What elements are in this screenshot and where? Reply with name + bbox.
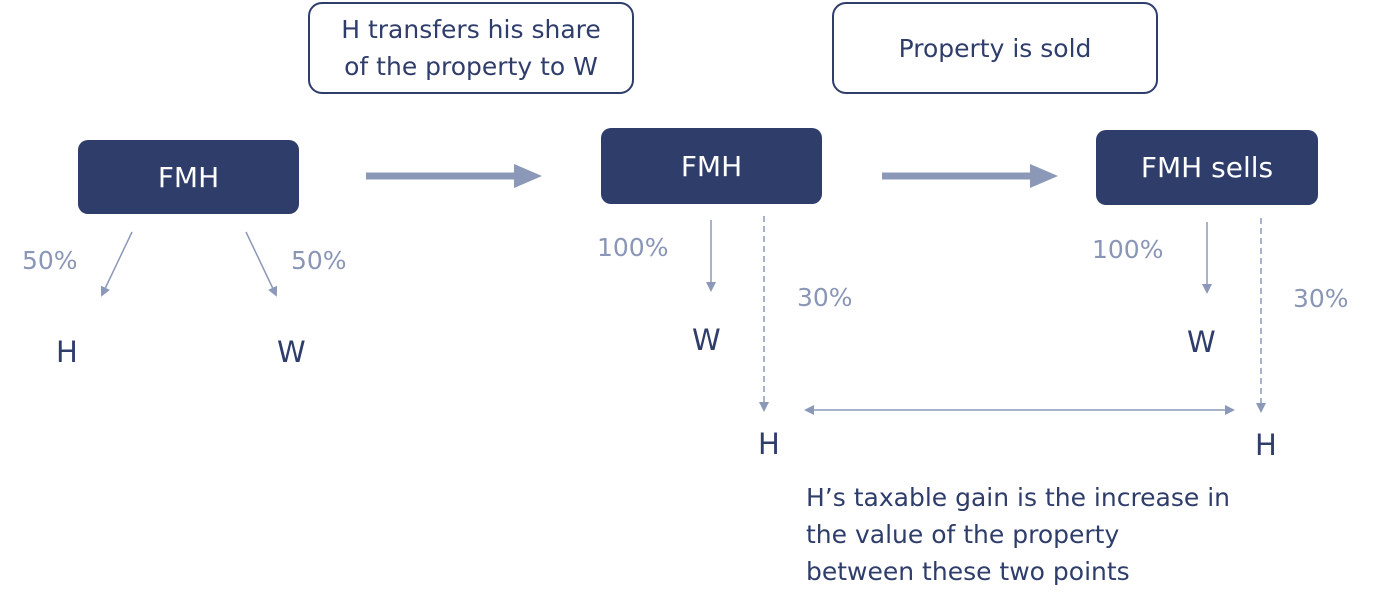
taxable-gain-note-line1: H’s taxable gain is the increase in <box>806 483 1231 512</box>
stage2-fmh-label: FMH <box>680 149 743 183</box>
stage1-right-arrow <box>245 231 278 297</box>
transfer-callout: H transfers his share of the property to… <box>308 2 634 94</box>
stage2-dashed-percent: 30% <box>797 283 853 312</box>
stage3-dashed-percent: 30% <box>1293 284 1349 313</box>
flow-arrow-1 <box>366 164 542 188</box>
stage1-fmh-node: FMH <box>78 140 299 214</box>
sold-callout: Property is sold <box>832 2 1158 94</box>
stage1-right-percent: 50% <box>291 246 347 275</box>
stage3-fmh-sells-label: FMH sells <box>1140 151 1274 184</box>
stage2-solid-party: W <box>692 323 721 357</box>
stage2-fmh-node: FMH <box>601 128 822 204</box>
transfer-callout-line2: of the property to W <box>344 52 598 81</box>
stage3-solid-percent: 100% <box>1092 235 1164 264</box>
stage2-dashed-party: H <box>758 427 780 461</box>
sold-callout-text: Property is sold <box>898 33 1092 63</box>
stage3-solid-party: W <box>1187 325 1216 359</box>
taxable-gain-note-line3: between these two points <box>806 557 1130 586</box>
transfer-callout-line1: H transfers his share <box>341 15 601 44</box>
stage1-fmh-label: FMH <box>157 160 220 194</box>
stage3-fmh-sells-node: FMH sells <box>1096 130 1318 205</box>
stage1-left-arrow <box>100 231 133 297</box>
taxable-gain-note-line2: the value of the property <box>806 520 1120 549</box>
stage3-dashed-party: H <box>1255 428 1277 462</box>
stage2-solid-percent: 100% <box>597 233 669 262</box>
stage1-right-party: W <box>277 335 306 369</box>
taxable-gain-note: H’s taxable gain is the increase in the … <box>806 479 1366 590</box>
stage1-left-percent: 50% <box>22 246 78 275</box>
flow-arrow-2 <box>882 164 1058 188</box>
stage1-left-party: H <box>56 335 78 369</box>
